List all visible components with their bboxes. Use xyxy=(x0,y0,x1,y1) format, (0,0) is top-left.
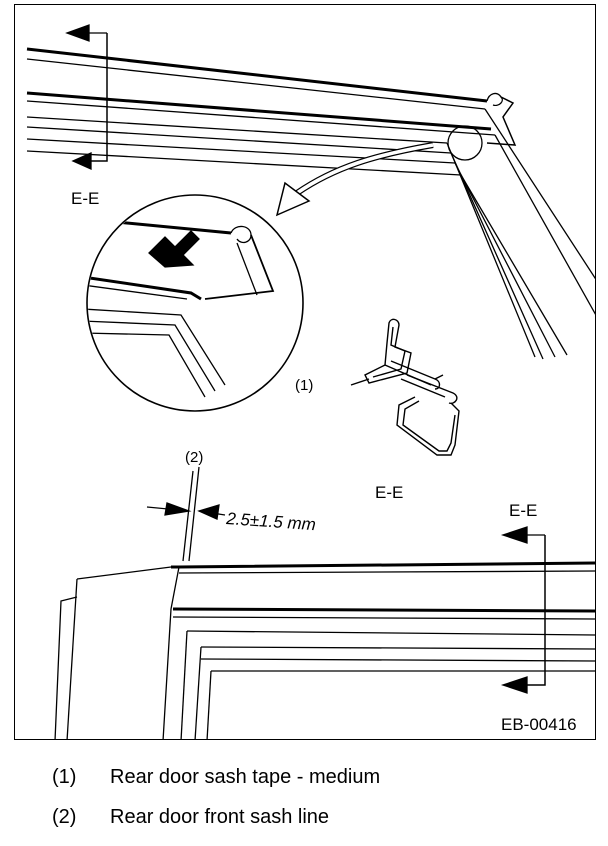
legend-number: (1) xyxy=(52,766,77,788)
section-label-bottom: E-E xyxy=(509,501,538,520)
dimension-arrows xyxy=(146,502,226,520)
callout-2-label: (2) xyxy=(185,449,204,466)
section-arrow-top xyxy=(65,24,108,171)
lower-door-frame xyxy=(54,466,595,739)
figure-id-code: EB-00416 xyxy=(501,715,577,734)
upper-door-frame xyxy=(26,47,595,360)
figure-frame: E-E (1) (2) E-E E-E 2.5±1.5 mm EB-00416 xyxy=(14,4,596,740)
legend-text: Rear door front sash line xyxy=(110,806,330,828)
legend-number: (2) xyxy=(52,806,77,828)
section-label-top: E-E xyxy=(71,189,100,208)
legend-item-2: (2) Rear door front sash line xyxy=(52,806,329,829)
sash-tape-part xyxy=(350,318,460,456)
section-label-center: E-E xyxy=(375,483,404,502)
magnified-detail xyxy=(86,194,304,412)
technical-drawing xyxy=(26,24,595,739)
section-arrow-bottom xyxy=(500,526,546,694)
callout-1-label: (1) xyxy=(295,377,314,394)
legend-text: Rear door sash tape - medium xyxy=(110,766,381,788)
legend-item-1: (1) Rear door sash tape - medium xyxy=(52,766,380,789)
magnify-arrow xyxy=(275,142,434,217)
